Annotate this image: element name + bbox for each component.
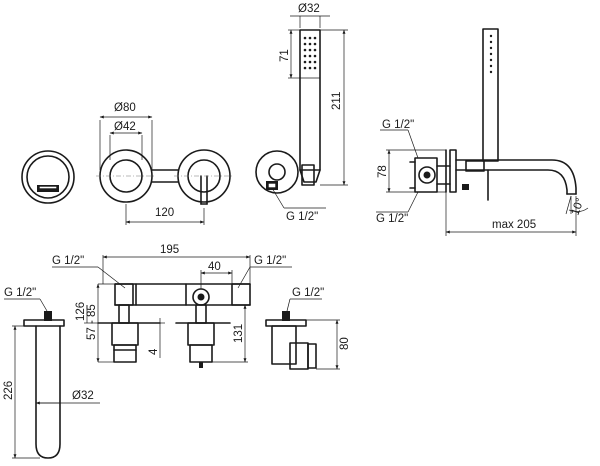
dim-spout-reach: max 205	[492, 219, 536, 231]
dim-outlet-thread: G 1/2"	[286, 211, 318, 223]
dim-upper-depth: 126	[75, 302, 87, 321]
left-valve	[111, 304, 139, 363]
dim-gap: 4	[148, 348, 160, 355]
side-view: 78 G 1/2" G 1/2" max 205 10°	[376, 28, 589, 236]
dim-side-thread-top: G 1/2"	[382, 119, 414, 131]
shower-handset	[299, 29, 321, 186]
dim-side-height: 78	[377, 165, 389, 178]
dim-handset-head: 71	[279, 49, 291, 62]
dim-spout-diameter: Ø32	[72, 390, 94, 402]
front-view: Ø80 Ø42 120	[21, 3, 348, 225]
middle-valve	[187, 288, 215, 368]
dim-thread-left: G 1/2"	[4, 287, 36, 299]
dim-body-height: 131	[233, 324, 245, 343]
dim-elbow-height: 80	[339, 337, 351, 350]
right-mixer-rosette	[174, 149, 234, 205]
dim-outer-diameter: Ø80	[114, 102, 136, 114]
side-handset-holes	[489, 34, 493, 74]
dim-offset: 40	[208, 261, 221, 273]
dim-spacing: 120	[155, 207, 174, 219]
dim-thread-middle-left: G 1/2"	[52, 255, 84, 267]
dim-spout-length: 226	[3, 381, 15, 400]
dim-side-thread-bottom: G 1/2"	[376, 213, 408, 225]
shower-holder	[255, 150, 299, 194]
dim-handset-length: 211	[331, 92, 343, 110]
dim-shower-width: Ø32	[298, 3, 320, 15]
dim-inner-diameter: Ø42	[114, 121, 136, 133]
left-mixer-rosette	[96, 149, 156, 203]
dim-total-width: 195	[160, 244, 179, 256]
handset-spray-holes	[303, 36, 317, 70]
dim-thread-middle-right: G 1/2"	[254, 255, 286, 267]
bottom-elbow	[265, 311, 317, 370]
dim-depth-range: 57 - 85	[86, 304, 98, 340]
dim-thread-right: G 1/2"	[292, 287, 324, 299]
dim-spout-angle: 10°	[570, 197, 587, 217]
bottom-spout	[23, 311, 65, 459]
spout-rosette	[21, 150, 75, 204]
bottom-view: G 1/2" 226 Ø32	[3, 244, 351, 459]
